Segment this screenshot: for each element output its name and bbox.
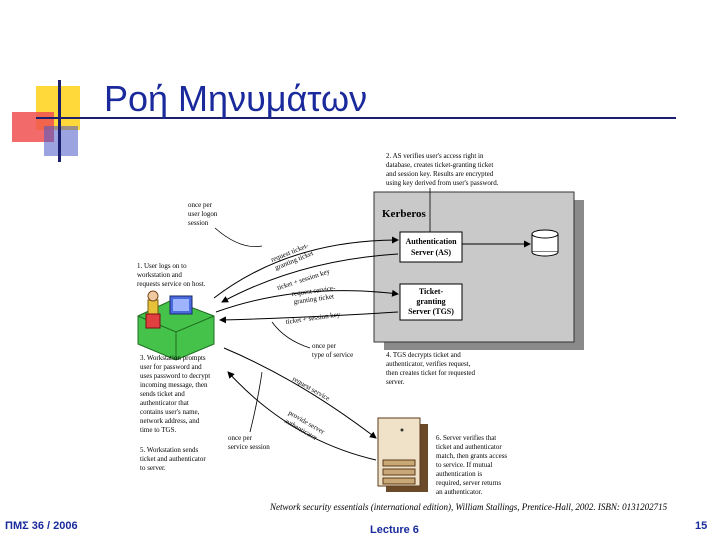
note-as-line3: and session key. Results are encrypted (386, 170, 494, 178)
note-as-line1: 2. AS verifies user's access right in (386, 152, 484, 160)
arrow-request-service-granting (215, 289, 399, 313)
tgs-box-line3: Server (TGS) (408, 307, 454, 316)
arrow-ticket-session-key (221, 253, 399, 303)
note-server-line6: required, server returns (436, 479, 501, 487)
tgs-box-line1: Ticket- (419, 287, 444, 296)
note-server-line5: authentication is (436, 470, 482, 478)
note-prompt-line5: sends ticket and (140, 390, 185, 398)
label-request-service: request service (291, 375, 331, 403)
note-as-line2: database, creates ticket-granting ticket (386, 161, 493, 169)
note-login-line3: requests service on host. (137, 280, 206, 288)
note-login-line1: 1. User logs on to (137, 262, 187, 270)
note-prompt-line7: contains user's name, (140, 408, 200, 416)
note-prompt-line8: network address, and (140, 417, 200, 425)
kerberos-label: Kerberos (382, 208, 427, 220)
note-type-service: once per type of service (312, 342, 353, 359)
note-tgs-line2: authenticator, verifies request, (386, 360, 471, 368)
as-box-line2: Server (AS) (411, 248, 451, 257)
note-prompt-line1: 3. Workstation prompts (140, 354, 206, 362)
note-service-line2: service session (228, 443, 270, 451)
footer-lecture: Lecture 6 (370, 524, 419, 536)
note-service-once: once per service session (228, 434, 270, 451)
server-icon (377, 417, 428, 492)
note-tgs-line1: 4. TGS decrypts ticket and (386, 351, 461, 359)
arrow-request-service (223, 347, 377, 439)
note-prompt-line9: time to TGS. (140, 426, 176, 434)
note-tgs-decrypts: 4. TGS decrypts ticket and authenticator… (386, 351, 476, 386)
note-as-verifies: 2. AS verifies user's access right in da… (386, 152, 499, 187)
note-logon-line2: user logon (188, 210, 218, 218)
note-server-line1: 6. Server verifies that (436, 434, 496, 442)
decor-blue-square (44, 126, 78, 156)
note-workstation-sends: 5. Workstation sends ticket and authenti… (140, 446, 206, 472)
note-logon-leader (214, 227, 263, 247)
note-prompt-line2: user for password and (140, 363, 202, 371)
slide-title: Ροή Μηνυμάτων (104, 78, 368, 119)
note-tgs-line3: then creates ticket for requested (386, 369, 476, 377)
workstation-icon (137, 290, 215, 361)
note-service-leader (249, 371, 263, 433)
database-icon (531, 229, 559, 257)
arrow-ticket-session-key-2 (219, 311, 399, 324)
note-prompt-line6: authenticator that (140, 399, 189, 407)
note-server-verifies: 6. Server verifies that ticket and authe… (436, 434, 507, 496)
note-server-line4: to service. If mutual (436, 461, 492, 469)
note-server-line3: match, then grants access (436, 452, 507, 460)
note-type-leader (271, 321, 311, 349)
note-logon-line3: session (188, 219, 209, 227)
note-logon-line1: once per (188, 201, 213, 209)
note-user-login: 1. User logs on to workstation and reque… (137, 262, 206, 288)
note-prompt-line3: uses password to decrypt (140, 372, 210, 380)
note-type-line2: type of service (312, 351, 353, 359)
title-underline (36, 117, 676, 119)
as-box: Authentication Server (AS) (399, 231, 463, 263)
kerberos-server-box: Kerberos (373, 191, 584, 350)
note-send-line2: ticket and authenticator (140, 455, 206, 463)
note-server-line7: an authenticator. (436, 488, 483, 496)
note-server-line2: ticket and authenticator (436, 443, 502, 451)
note-workstation-prompts: 3. Workstation prompts user for password… (140, 354, 210, 434)
tgs-box: Ticket- granting Server (TGS) (399, 283, 463, 321)
note-type-line1: once per (312, 342, 337, 350)
tgs-box-line2: granting (416, 297, 445, 306)
note-login-line2: workstation and (137, 271, 182, 279)
note-as-line4: using key derived from user's password. (386, 179, 499, 187)
figure-caption: Network security essentials (internation… (270, 502, 668, 512)
note-send-line3: to server. (140, 464, 166, 472)
label-ticket-session-2: ticket + session key (285, 310, 341, 326)
note-service-line1: once per (228, 434, 253, 442)
note-logon-once: once per user logon session (188, 201, 218, 227)
note-send-line1: 5. Workstation sends (140, 446, 198, 454)
page-number: 15 (695, 520, 708, 532)
arrow-provide-authenticator (227, 371, 377, 461)
decor-vertical-rule (58, 80, 61, 162)
note-prompt-line4: incoming message, then (140, 381, 208, 389)
note-tgs-line4: server. (386, 378, 405, 386)
as-box-line1: Authentication (405, 237, 457, 246)
arrow-request-tgt (213, 236, 399, 299)
footer-course: ΠΜΣ 36 / 2006 (5, 520, 78, 532)
